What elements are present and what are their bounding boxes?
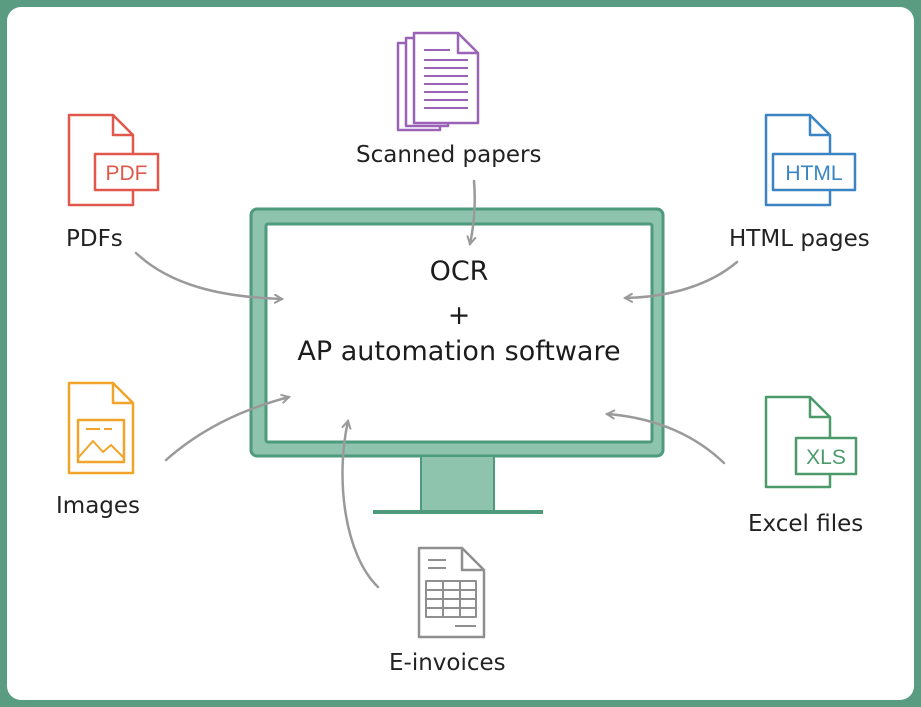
- arrow-html: [625, 260, 739, 298]
- arrow-images: [164, 397, 289, 462]
- pdfs-label: PDFs: [66, 226, 123, 252]
- monitor-icon: [249, 207, 665, 514]
- html-pages-label: HTML pages: [729, 226, 870, 252]
- images-label: Images: [56, 493, 141, 519]
- excel-files-label: Excel files: [748, 511, 864, 537]
- center-line-software: AP automation software: [297, 336, 621, 367]
- e-invoices-label: E-invoices: [389, 650, 506, 676]
- html-file-icon: HTML: [764, 113, 857, 207]
- arrow-einvoices: [341, 421, 380, 589]
- xls-file-icon: XLS: [764, 395, 858, 489]
- center-line-plus: +: [447, 300, 471, 331]
- html-badge: HTML: [785, 162, 842, 185]
- arrow-excel: [607, 414, 726, 465]
- pdf-file-icon: PDF: [67, 113, 160, 207]
- document-stack-icon: [396, 31, 480, 132]
- invoice-file-icon: [417, 546, 486, 639]
- pdf-badge: PDF: [106, 162, 148, 185]
- xls-badge: XLS: [806, 446, 846, 469]
- center-line-ocr: OCR: [429, 256, 489, 287]
- arrow-pdfs: [134, 251, 282, 299]
- image-file-icon: [67, 381, 135, 475]
- scanned-papers-label: Scanned papers: [356, 142, 542, 168]
- arrow-scanned: [470, 179, 475, 244]
